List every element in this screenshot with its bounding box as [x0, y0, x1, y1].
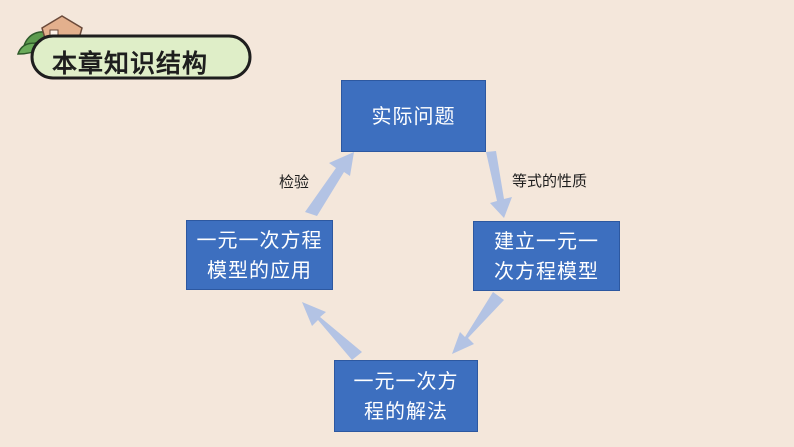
arrow-bottom-to-left	[302, 302, 362, 360]
node-build-model: 建立一元一 次方程模型	[473, 221, 620, 291]
arrow-right-to-bottom	[452, 292, 504, 354]
node-right-line-1: 建立一元一	[494, 229, 599, 253]
node-top-line-1: 实际问题	[371, 104, 456, 128]
edge-label-verification: 检验	[279, 173, 310, 191]
arrow-left-to-top	[305, 152, 354, 216]
arrow-top-to-right	[486, 151, 512, 218]
node-bottom-line-1: 一元一次方	[353, 369, 459, 393]
node-left-line-2: 模型的应用	[207, 258, 312, 282]
node-bottom-line-2: 程的解法	[364, 399, 448, 423]
node-solution-method: 一元一次方 程的解法	[334, 360, 478, 432]
edge-label-equality-properties: 等式的性质	[512, 172, 588, 190]
chapter-title: 本章知识结构	[52, 49, 209, 78]
chapter-badge: 本章知识结构	[8, 6, 258, 86]
node-model-application: 一元一次方程 模型的应用	[186, 220, 333, 290]
node-right-line-2: 次方程模型	[494, 259, 599, 283]
title-pill	[30, 34, 252, 80]
node-left-line-1: 一元一次方程	[196, 228, 323, 252]
node-actual-problem: 实际问题	[341, 80, 486, 152]
badge-background	[16, 15, 252, 80]
